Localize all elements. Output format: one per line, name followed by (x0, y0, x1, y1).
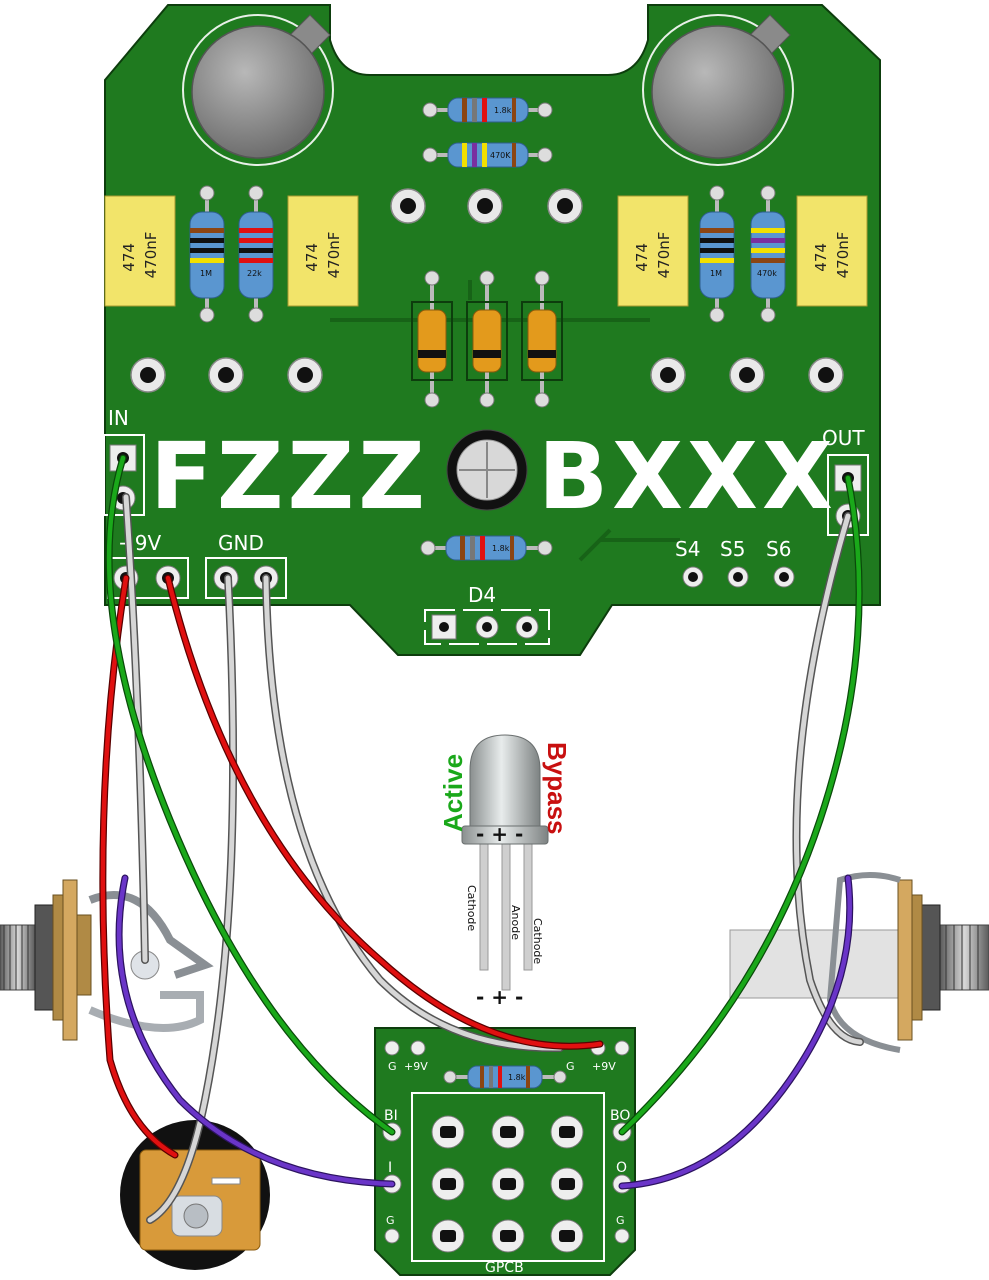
fs-g-left: G (388, 1060, 397, 1073)
resistor-right-2-label: 470k (757, 269, 777, 278)
fs-bo-label: BO (610, 1108, 630, 1124)
capacitor-3-code: 474 (633, 243, 651, 272)
s-pads[interactable] (682, 566, 795, 588)
s5-label: S5 (720, 537, 745, 561)
wire-red-9v-to-fs (164, 574, 604, 1050)
footswitch-resistor: 1.8k (443, 1065, 567, 1089)
capacitor-3: 474 470nF (617, 195, 689, 307)
d4-label: D4 (468, 583, 496, 607)
resistor-top-2-label: 470K (490, 151, 511, 160)
wire-grey-in-ground (122, 493, 149, 964)
led-active-label: Active (438, 754, 468, 832)
svg-text:474 470nF: 474 470nF (633, 232, 673, 279)
resistor-right-1-label: 1M (710, 269, 722, 278)
fs-o-label: O (616, 1160, 627, 1176)
wire-purple-in-jack-to-i (115, 874, 396, 1188)
fs-g-right: G (566, 1060, 575, 1073)
s4-label: S4 (675, 537, 700, 561)
led-polarity-top: - + - (476, 822, 523, 846)
footswitch-pcb (374, 1027, 636, 1276)
wire-grey-gnd-to-dc (146, 574, 238, 1224)
resistor-top-2: 470K (422, 142, 553, 168)
resistor-left-2: 22k (238, 185, 274, 323)
pot-right[interactable] (642, 14, 794, 166)
resistor-left-2-label: 22k (247, 269, 262, 278)
out-label: OUT (822, 426, 865, 450)
fs-v9-left: +9V (404, 1060, 428, 1073)
board-title-left: FZZZ (150, 423, 429, 530)
led-pin-right-label: Cathode (531, 918, 544, 964)
resistor-left-1-label: 1M (200, 269, 212, 278)
fs-g-bottom-left: G (386, 1214, 395, 1227)
dc-jack (120, 1120, 270, 1270)
d4-pads[interactable] (424, 609, 550, 645)
resistor-top-1-label: 1.8k (494, 106, 512, 115)
capacitor-4-value: 470nF (834, 232, 852, 279)
fs-v9-right: +9V (592, 1060, 616, 1073)
capacitor-4-code: 474 (812, 243, 830, 272)
svg-text:474 470nF: 474 470nF (812, 232, 852, 279)
gnd-label: GND (218, 531, 264, 555)
fs-i-label: I (388, 1160, 392, 1176)
fs-g-bottom-right: G (616, 1214, 625, 1227)
s6-label: S6 (766, 537, 791, 561)
output-jack (729, 872, 989, 1053)
footswitch-resistor-label: 1.8k (508, 1073, 526, 1082)
led-polarity-bottom: - + - (476, 985, 523, 1009)
resistor-left-1: 1M (189, 185, 225, 323)
footswitch-lugs[interactable] (431, 1115, 584, 1253)
fs-bi-label: BI (384, 1108, 398, 1124)
in-label: IN (108, 406, 129, 430)
resistor-right-2: 470k (750, 185, 786, 323)
electrolytic-capacitor (446, 429, 528, 511)
resistor-bottom-label: 1.8k (492, 544, 510, 553)
capacitor-1-value: 470nF (142, 232, 160, 279)
wire-purple-out-jack-to-o (618, 874, 854, 1190)
capacitor-2-value: 470nF (325, 232, 343, 279)
led (461, 734, 549, 991)
transistor-pads (130, 188, 844, 393)
capacitor-1-code: 474 (120, 243, 138, 272)
capacitor-2: 474 470nF (287, 195, 359, 307)
diodes (411, 270, 563, 408)
footswitch-pcb-name: GPCB (485, 1260, 524, 1276)
led-bypass-label: Bypass (542, 742, 572, 835)
resistor-bottom: 1.8k (420, 535, 553, 561)
wire-green-out-to-bo (618, 474, 863, 1136)
wire-grey-gnd-to-fs (262, 574, 564, 1053)
svg-text:474 470nF: 474 470nF (120, 232, 160, 279)
led-pin-left-label: Cathode (465, 885, 478, 931)
resistor-right-1: 1M (699, 185, 735, 323)
capacitor-3-value: 470nF (655, 232, 673, 279)
wire-red-9v-to-dc (99, 574, 179, 1159)
wire-green-in-to-bi (105, 454, 396, 1136)
capacitor-1: 474 470nF (104, 195, 176, 307)
board-title-right: BXXX (538, 423, 837, 530)
capacitor-2-code: 474 (303, 243, 321, 272)
capacitor-4: 474 470nF (796, 195, 868, 307)
pot-left[interactable] (182, 14, 334, 166)
resistor-top-1: 1.8k (422, 97, 553, 123)
led-pin-mid-label: Anode (509, 905, 522, 940)
wires (99, 454, 864, 1224)
svg-text:474 470nF: 474 470nF (303, 232, 343, 279)
